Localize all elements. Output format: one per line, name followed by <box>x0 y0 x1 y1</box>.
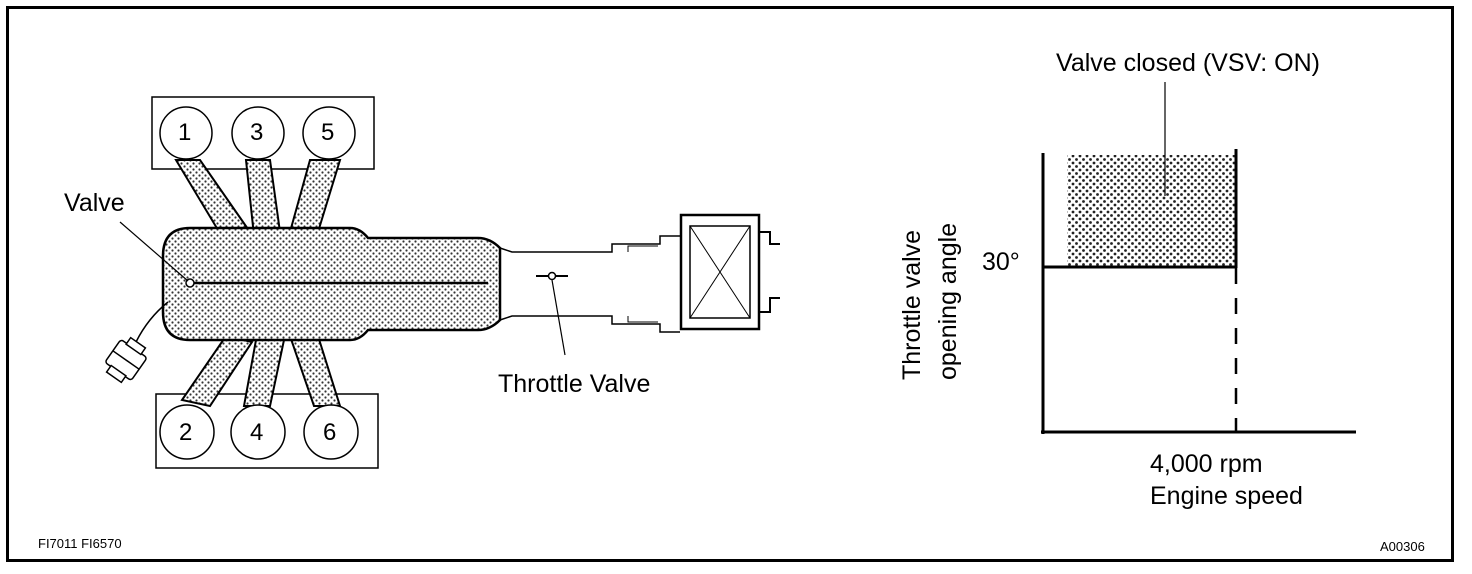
x-tick-4000-label: 4,000 rpm <box>1150 450 1263 478</box>
throttle-leader <box>551 279 566 356</box>
throttle-shaft <box>547 271 557 281</box>
figure-code-right: A00306 <box>1380 539 1425 554</box>
y-tick-30-label: 30° <box>982 248 1020 276</box>
y-axis-label-line2: opening angle <box>934 222 962 380</box>
valve-closed-label: Valve closed (VSV: ON) <box>1056 49 1320 77</box>
cylinder-2-label: 2 <box>179 419 193 446</box>
y-axis-label-line1: Throttle valve <box>898 229 926 380</box>
intake-runners-bottom <box>180 334 342 408</box>
graph-lines <box>1041 82 1356 434</box>
cylinders-bottom <box>159 404 359 460</box>
cylinders-top <box>159 106 356 160</box>
air-cleaner <box>679 213 780 331</box>
x-axis-label: Engine speed <box>1150 482 1303 510</box>
cylinder-4-label: 4 <box>250 419 264 446</box>
cylinder-5-label: 5 <box>321 119 335 146</box>
vsv-link <box>135 301 169 343</box>
valve-label: Valve <box>64 189 125 217</box>
vsv-actuator-icon <box>105 336 147 384</box>
throttle-body-inner <box>627 245 658 323</box>
throttle-valve-label: Throttle Valve <box>498 370 651 398</box>
cylinder-3-label: 3 <box>250 119 264 146</box>
valve-leader <box>119 221 189 282</box>
throttle-body <box>499 235 680 333</box>
cylinder-6-label: 6 <box>323 419 337 446</box>
cylinder-1-label: 1 <box>178 119 192 146</box>
figure-code-left: FI7011 FI6570 <box>38 536 122 551</box>
valve-closed-region <box>1067 155 1235 267</box>
figure-frame <box>6 6 1454 562</box>
